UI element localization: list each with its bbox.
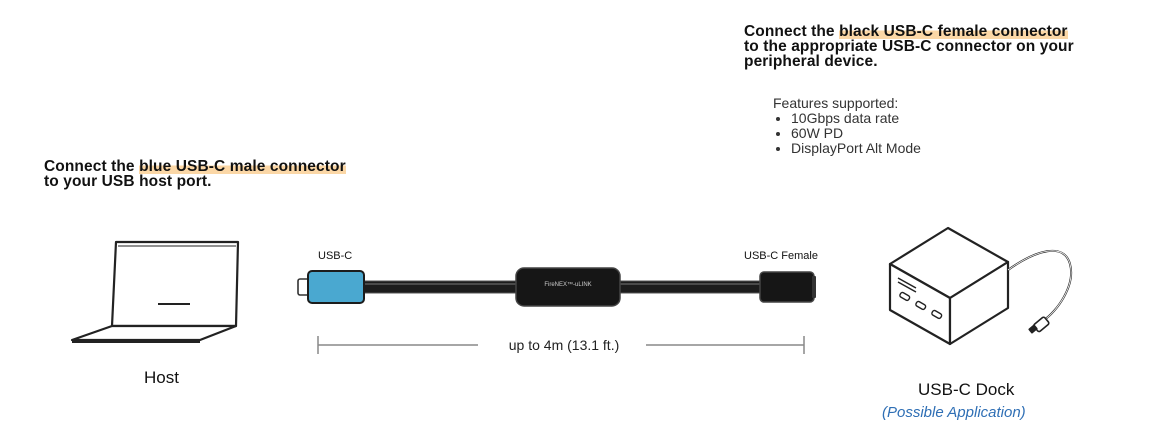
host-instruction: Connect the blue USB-C male connector to…: [44, 158, 346, 190]
length-label: up to 4m (13.1 ft.): [508, 337, 620, 353]
host-instruction-prefix: Connect the: [44, 158, 140, 175]
peripheral-instruction: Connect the black USB-C female connector…: [744, 23, 1074, 70]
host-instruction-line2: to your USB host port.: [44, 173, 212, 190]
host-label: Host: [144, 368, 179, 387]
features-list: 10Gbps data rate 60W PD DisplayPort Alt …: [773, 111, 921, 156]
peripheral-instruction-prefix: Connect the: [744, 23, 840, 40]
laptop-icon: [70, 240, 240, 343]
usb-c-female-label: USB-C Female: [744, 250, 818, 262]
cable-illustration: [297, 267, 816, 307]
cable-module-label: FireNEX™-uLINK: [544, 282, 592, 288]
dock-label: USB-C Dock: [918, 380, 1015, 399]
feature-item: 10Gbps data rate: [791, 111, 921, 126]
peripheral-instruction-highlight: black USB-C female connector: [839, 23, 1068, 40]
features-supported: Features supported: 10Gbps data rate 60W…: [773, 96, 921, 156]
host-instruction-highlight: blue USB-C male connector: [139, 158, 346, 175]
feature-item: DisplayPort Alt Mode: [791, 141, 921, 156]
peripheral-instruction-line3: peripheral device.: [744, 53, 878, 70]
length-dimension-line: [317, 336, 805, 354]
peripheral-instruction-line2: to the appropriate USB-C connector on yo…: [744, 38, 1074, 55]
usb-c-male-label: USB-C: [318, 250, 353, 262]
features-title: Features supported:: [773, 95, 899, 111]
usb-c-dock-icon: [888, 226, 1073, 346]
possible-application-note: (Possible Application): [882, 404, 1026, 421]
feature-item: 60W PD: [791, 126, 921, 141]
